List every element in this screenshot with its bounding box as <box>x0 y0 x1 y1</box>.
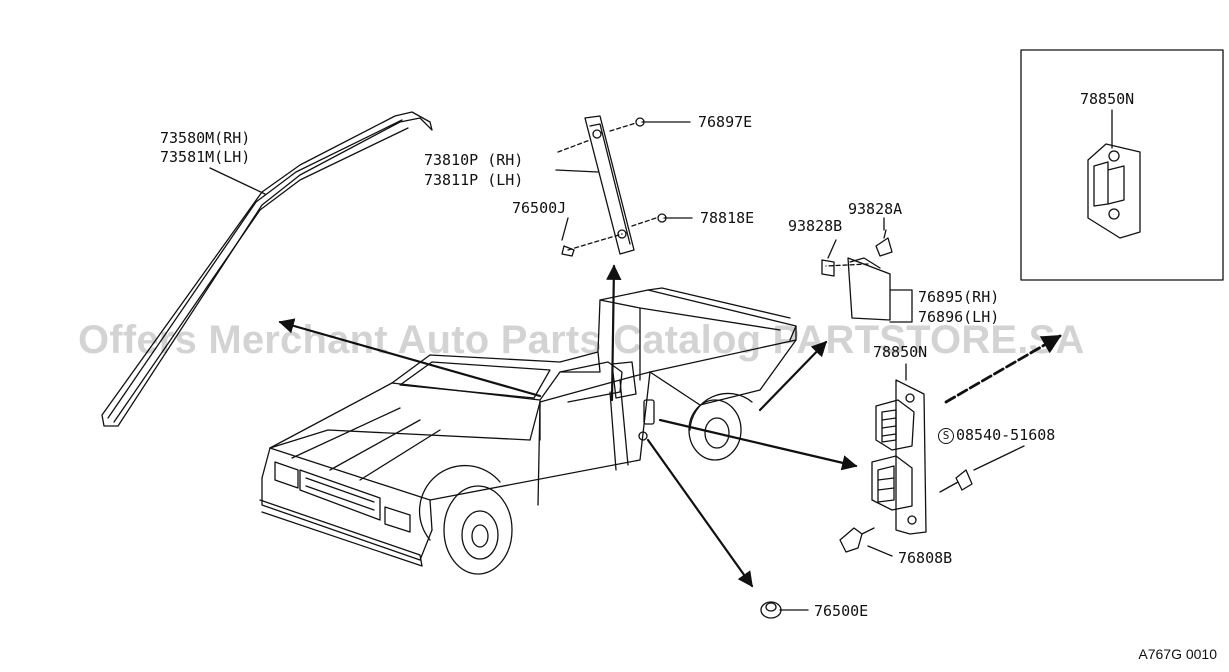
label-78850n: 78850N <box>873 343 928 361</box>
arrow-to-grommet <box>646 438 754 588</box>
leader-78818e-dash <box>631 217 657 227</box>
leader-73810p <box>555 169 599 173</box>
roof-molding-part <box>101 111 433 427</box>
clip-76500j <box>561 245 575 257</box>
label-73811p: 73811P (LH) <box>424 171 524 189</box>
leader-76808b <box>867 545 893 557</box>
leader-08540 <box>973 445 1025 471</box>
label-73580m: 73580M(RH) <box>160 129 251 147</box>
diagram-code: A767G 0010 <box>1138 646 1217 662</box>
label-76500e: 76500E <box>814 602 869 620</box>
label-73581m: 73581M(LH) <box>160 148 251 166</box>
watermark-text: Offers Merchant Auto Parts Catalog PARTS… <box>78 318 1085 362</box>
label-76896: 76896(LH) <box>918 308 1000 326</box>
license-lamp-assembly <box>871 379 927 535</box>
leader-pillar-dash <box>557 139 591 153</box>
inset-lamp-part <box>1087 143 1141 239</box>
label-78850n-inset: 78850N <box>1080 90 1135 108</box>
label-76808b: 76808B <box>898 549 953 567</box>
label-93828a: 93828A <box>848 200 903 218</box>
leader-76500j <box>561 217 569 241</box>
mud-guard-part <box>821 229 893 321</box>
clip-76808b <box>839 527 875 553</box>
s-symbol-icon: S <box>938 428 954 444</box>
screw-08540 <box>939 469 973 493</box>
arrow-to-mud-guard <box>758 340 828 412</box>
leader-76895 <box>889 289 913 323</box>
label-93828b: 93828B <box>788 217 843 235</box>
leader-76500j-dash <box>567 233 623 251</box>
pillar-garnish-part <box>584 115 635 255</box>
label-78818e: 78818E <box>700 209 755 227</box>
arrow-to-inset <box>944 334 1062 404</box>
truck-outline <box>259 287 797 575</box>
grommet-76500e <box>760 601 782 619</box>
leader-73580m <box>209 167 266 195</box>
arrow-to-lamp <box>658 418 858 471</box>
label-76500j: 76500J <box>512 199 567 217</box>
arrow-to-roof-molding <box>278 318 542 398</box>
arrow-to-pillar-garnish <box>606 264 622 402</box>
label-08540-number: 08540-51608 <box>956 426 1056 444</box>
leader-93828b-dash <box>825 263 869 267</box>
leader-76897e-dash <box>609 122 637 132</box>
inset-box <box>1020 49 1224 281</box>
label-76897e: 76897E <box>698 113 753 131</box>
label-73810p: 73810P (RH) <box>424 151 524 169</box>
label-76895: 76895(RH) <box>918 288 1000 306</box>
leader-93828b <box>827 239 837 259</box>
